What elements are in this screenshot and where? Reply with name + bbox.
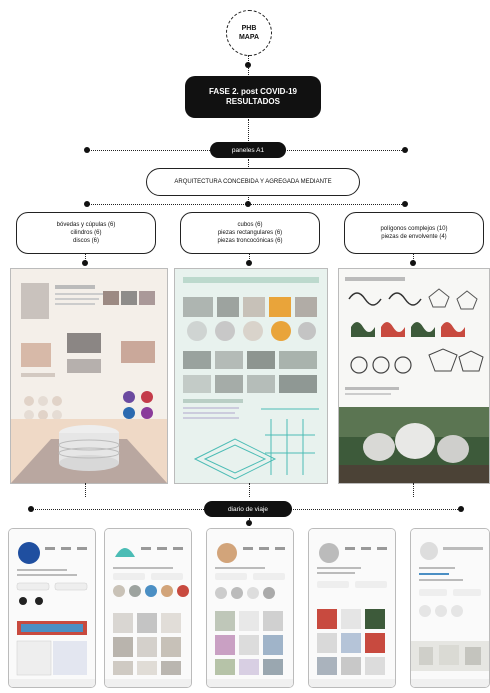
branch-dot-left (84, 201, 90, 207)
journal-dot-right (458, 506, 464, 512)
panel-dot-2 (246, 260, 252, 266)
branch-dot-right (402, 201, 408, 207)
panel-dot-3 (410, 260, 416, 266)
phase-subtitle: RESULTADOS (226, 97, 280, 106)
root-label-line2: MAPA (238, 34, 260, 41)
divider-dot-left (84, 147, 90, 153)
journal-screen-3 (206, 528, 294, 688)
branch-dot-center (245, 201, 251, 207)
connector-phase-panels (248, 119, 249, 141)
root-node: PHB MAPA (226, 10, 272, 56)
divider-dot-right (402, 147, 408, 153)
category-box-cubes: cubos (6) piezas rectangulares (6) pieza… (180, 212, 320, 254)
category-line: cubos (6) (237, 222, 263, 228)
category-line: bóvedas y cúpulas (6) (56, 222, 116, 228)
connector-p1 (85, 483, 86, 497)
root-label-line1: PHB (241, 25, 257, 32)
journal-label-pill: diario de viaje (204, 501, 292, 517)
category-box-domes: bóvedas y cúpulas (6) cilindros (6) disc… (16, 212, 156, 254)
connector-p3 (413, 483, 414, 497)
connector-cat2 (249, 253, 250, 261)
journal-screen-4 (308, 528, 396, 688)
connector-cat3 (413, 253, 414, 261)
panel-dot-1 (82, 260, 88, 266)
journal-screen-2 (104, 528, 192, 688)
architecture-box: ARQUITECTURA CONCEBIDA Y AGREGADA MEDIAN… (146, 168, 360, 196)
journal-screen-1 (8, 528, 96, 688)
journal-screen-5 (410, 528, 490, 688)
branch-stem (248, 195, 249, 204)
journal-screen-2-graphic (105, 529, 191, 687)
panel-polygons-graphic (339, 269, 489, 483)
connector-p2 (249, 483, 250, 497)
category-line: piezas de envolvente (4) (381, 234, 447, 240)
category-line: piezas troncocónicas (6) (217, 238, 283, 244)
panel-cubes-graphic (175, 269, 327, 483)
category-box-polygons: polígonos complejos (10) piezas de envol… (344, 212, 484, 254)
journal-screen-1-graphic (9, 529, 95, 687)
panel-domes-graphic (11, 269, 167, 483)
panels-label-pill: paneles A1 (210, 142, 286, 158)
connector-panels-arch (248, 159, 249, 167)
connector-cat1 (85, 253, 86, 261)
category-line: discos (6) (72, 238, 99, 244)
journal-screen-4-graphic (309, 529, 395, 687)
panel-image-cubes (174, 268, 328, 484)
phase-box: FASE 2. post COVID-19 RESULTADOS (185, 76, 321, 118)
panel-image-domes (10, 268, 168, 484)
category-line: polígonos complejos (10) (380, 226, 448, 232)
category-line: cilindros (6) (70, 230, 102, 236)
journal-screen-5-graphic (411, 529, 489, 687)
journal-screen-3-graphic (207, 529, 293, 687)
panel-image-polygons (338, 268, 490, 484)
journal-dot-left (28, 506, 34, 512)
journal-dot-center (246, 520, 252, 526)
category-line: piezas rectangulares (6) (217, 230, 283, 236)
phase-title: FASE 2. post COVID-19 (208, 87, 298, 96)
connector-dot (245, 62, 251, 68)
